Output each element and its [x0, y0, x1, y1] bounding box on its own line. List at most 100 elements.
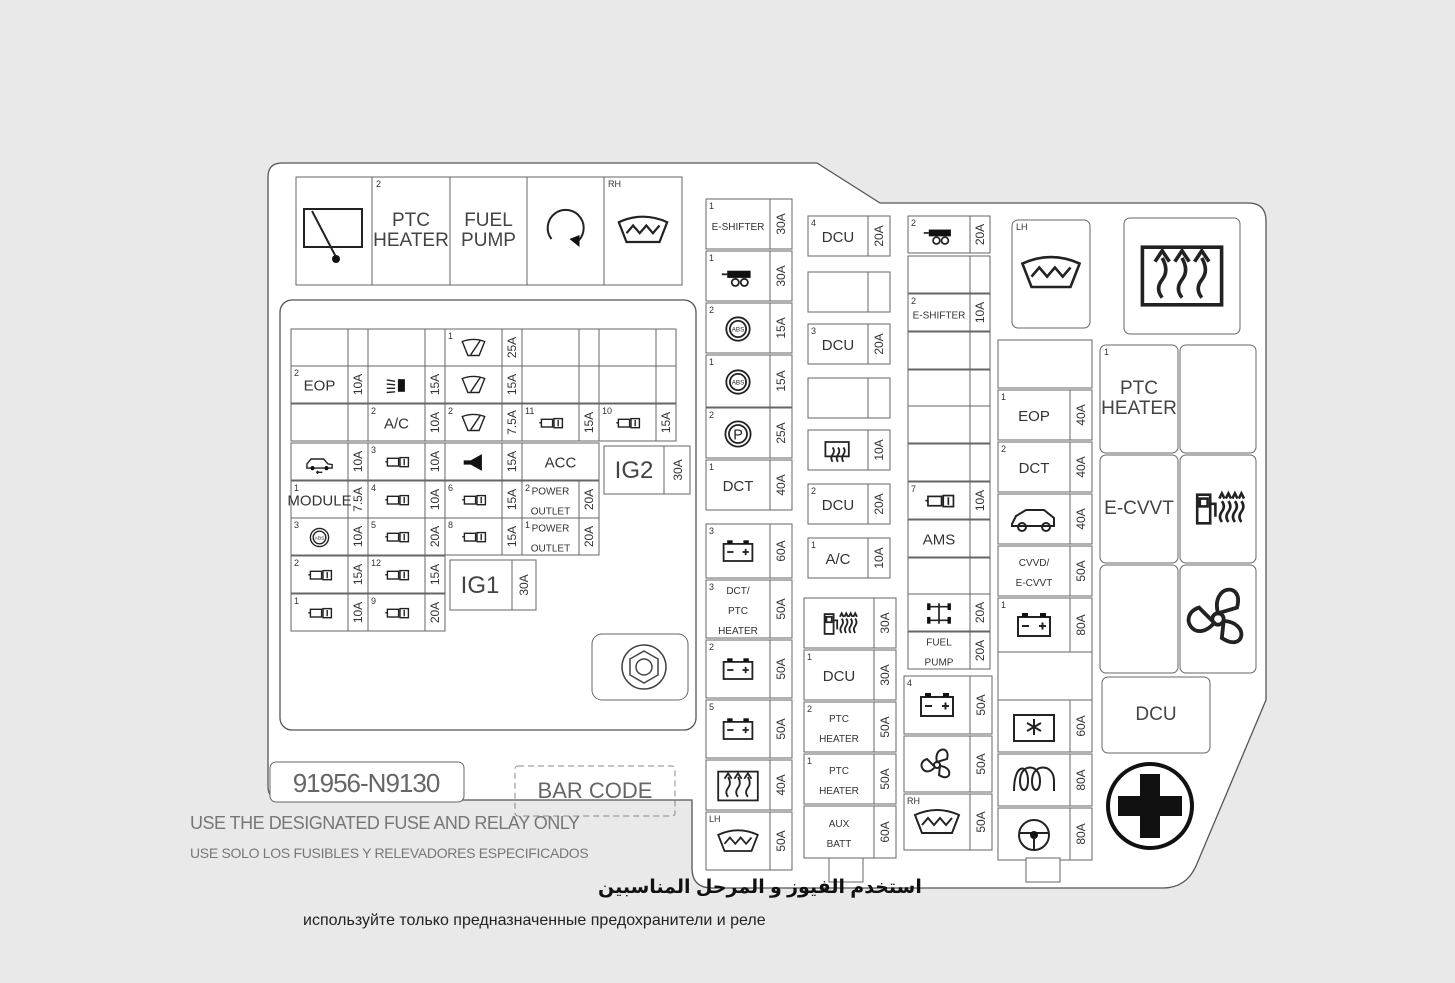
- fuse-number: 7: [911, 484, 916, 494]
- fuse-number: 3: [709, 526, 714, 536]
- fuse-label: MODULE: [287, 493, 351, 510]
- ig1-relay: IG1 30A: [449, 559, 537, 611]
- fuse-number: 4: [811, 218, 816, 228]
- car-lock-icon: [306, 458, 333, 475]
- fuse-number: 2: [709, 642, 714, 652]
- fuse-label: EOP: [1018, 408, 1050, 425]
- relay-label: HEATER: [373, 230, 449, 251]
- relay-label: HEATER: [1101, 398, 1177, 419]
- fuse-number: 1: [525, 520, 530, 530]
- fuse-label: PTC: [829, 766, 849, 777]
- abs-epb-icon: [725, 369, 751, 395]
- fuse-slot: 40A: [997, 493, 1093, 545]
- right-relay: E-CVVT: [1099, 454, 1179, 564]
- relay-number: RH: [608, 179, 621, 189]
- fuse-amperage: 15A: [582, 412, 596, 433]
- fuse-slot: 60A: [997, 699, 1093, 753]
- fuse-amperage: 10A: [351, 451, 365, 472]
- fuse-label: POWER: [532, 487, 570, 498]
- fuse-amperage: 10A: [351, 526, 365, 547]
- fuse-slot: [521, 365, 600, 404]
- fuse-amperage: 30A: [774, 265, 788, 286]
- fuse-slot: [807, 377, 891, 419]
- fuse-slot: [907, 405, 991, 444]
- fuse-slot: [521, 328, 600, 367]
- relay-rh-defrost-relay: RH: [603, 176, 683, 286]
- fuse-number: 2: [371, 406, 376, 416]
- fuse-label: DCT: [723, 478, 754, 495]
- fuse-amperage: 10A: [351, 374, 365, 395]
- fuse-number: 3: [811, 326, 816, 336]
- fuse-slot: 15A: [444, 442, 523, 481]
- fuse-label: ACC: [545, 455, 577, 472]
- fuse-slot: [907, 255, 991, 294]
- fuse-slot: 1 30A: [705, 250, 793, 302]
- fuse-slot: [598, 365, 677, 404]
- wiper-box-icon: [303, 208, 363, 263]
- fuse-amperage: 80A: [1074, 823, 1088, 844]
- fuse-label: DCT/: [726, 586, 750, 597]
- fuse-slot: RH 50A: [903, 793, 993, 851]
- right-relay: [1179, 564, 1257, 674]
- fuse-label: DCU: [822, 337, 855, 354]
- fuse-amperage: 25A: [505, 337, 519, 358]
- fuse-number: 2: [709, 410, 714, 420]
- fuse-label: POWER: [532, 524, 570, 535]
- fuse-amperage: 40A: [1074, 404, 1088, 425]
- fuse-label: HEATER: [718, 626, 758, 637]
- fuse-amperage: 50A: [974, 811, 988, 832]
- right-relay: LH: [1011, 219, 1091, 329]
- ig1-amp: 30A: [517, 574, 531, 595]
- fuse-amperage: 10A: [428, 489, 442, 510]
- fuse-number: 4: [371, 483, 376, 493]
- fuse-amperage: 10A: [973, 302, 987, 323]
- fuse-number: 4: [907, 678, 912, 688]
- fuse-number: RH: [907, 796, 920, 806]
- fuse-slot: AMS: [907, 519, 991, 558]
- ig1-label: IG1: [461, 572, 500, 599]
- fuse-label: FUEL: [926, 638, 952, 649]
- fuse-slot: [290, 403, 369, 442]
- right-relay: DCU: [1101, 676, 1211, 754]
- fuse-number: 1: [807, 652, 812, 662]
- fuse-slot: 80A: [997, 753, 1093, 807]
- fuse-number: 1: [709, 462, 714, 472]
- horn-icon: [463, 454, 482, 471]
- fuse-label: OUTLET: [531, 544, 570, 555]
- starter-icon: [1013, 714, 1055, 742]
- fuse-amperage: 20A: [428, 602, 442, 623]
- parking-brake-icon: [724, 420, 752, 448]
- fuse-number: 1: [709, 253, 714, 263]
- fuse-label: DCU: [822, 497, 855, 514]
- fuse-amperage: 40A: [1074, 508, 1088, 529]
- fuse-amperage: 10A: [351, 602, 365, 623]
- connector-tab: [828, 857, 864, 883]
- fuse-amperage: 30A: [878, 664, 892, 685]
- fuse-slot: [290, 328, 369, 367]
- fuse-slot: 40A: [705, 759, 793, 811]
- abs-epb-icon: [309, 527, 330, 548]
- tailgate-icon: [1011, 509, 1055, 532]
